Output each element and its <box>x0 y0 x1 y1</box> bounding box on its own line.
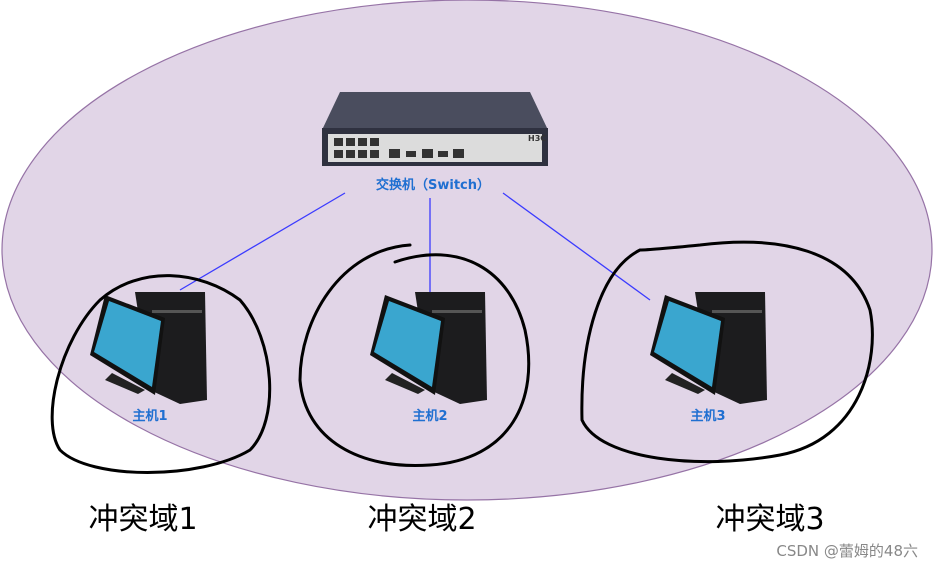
host-1: 主机1 <box>90 292 207 424</box>
collision-domain-2-label: 冲突域2 <box>367 502 476 537</box>
switch-brand: H3C <box>528 134 546 143</box>
link-host1 <box>179 192 346 291</box>
collision-domain-2-outline <box>298 243 531 468</box>
computer-icon <box>370 292 487 404</box>
collision-domain-outlines <box>50 240 874 474</box>
collision-domain-1-outline <box>50 274 272 474</box>
host-3: 主机3 <box>650 292 767 424</box>
collision-domain-1-label: 冲突域1 <box>88 502 197 537</box>
host-2: 主机2 <box>370 292 487 424</box>
computer-icon <box>90 292 207 404</box>
links <box>179 192 651 301</box>
switch-icon: H3C <box>322 92 548 166</box>
link-host3 <box>502 192 651 301</box>
broadcast-domain-ellipse <box>1 0 933 501</box>
collision-domain-3-outline <box>580 240 874 464</box>
watermark: CSDN @蕾姆的48六 <box>776 542 918 560</box>
switch-label: 交换机（Switch） <box>376 177 490 193</box>
host-label: 主机1 <box>132 408 167 424</box>
host-label: 主机3 <box>690 408 725 424</box>
collision-domain-3-label: 冲突域3 <box>715 502 824 537</box>
host-label: 主机2 <box>412 408 447 424</box>
computer-icon <box>650 292 767 404</box>
